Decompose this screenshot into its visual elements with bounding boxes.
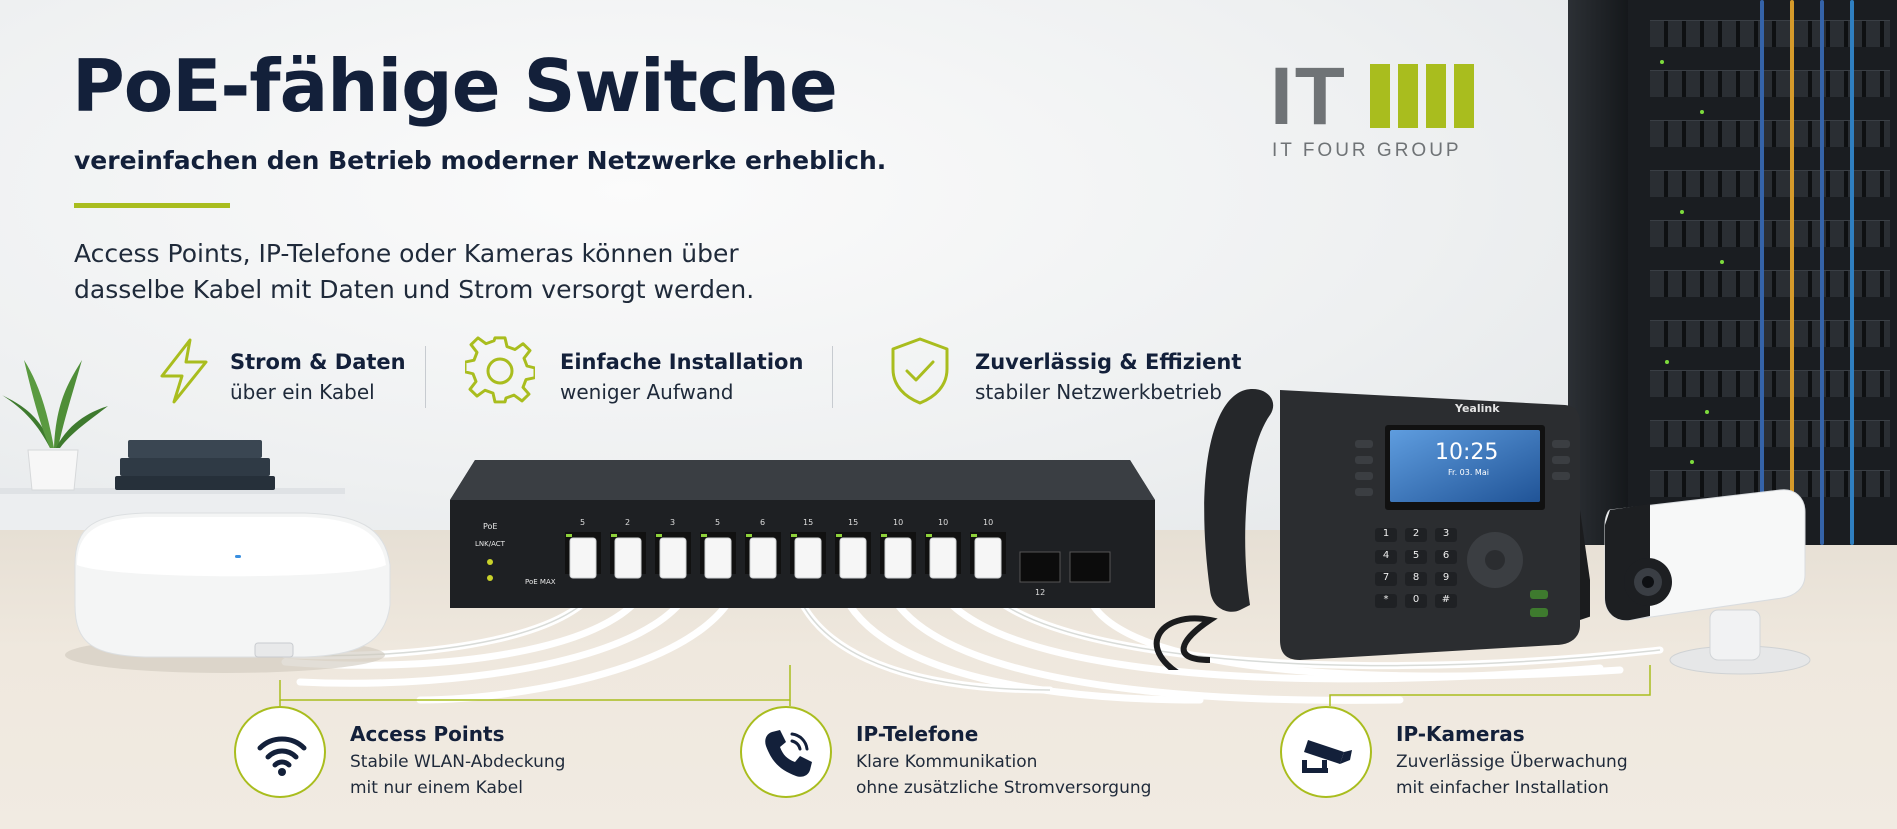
callout-title: Access Points bbox=[350, 722, 505, 746]
feature-title: Einfache Installation bbox=[560, 350, 804, 374]
intro-line: dasselbe Kabel mit Daten und Strom verso… bbox=[74, 275, 755, 304]
feature-divider bbox=[832, 346, 833, 408]
accent-divider bbox=[74, 203, 230, 208]
intro-line: Access Points, IP-Telefone oder Kameras … bbox=[74, 239, 739, 268]
callout-ip-phones: IP-Telefone Klare Kommunikation ohne zus… bbox=[740, 706, 1220, 816]
phone-key: 2 bbox=[1405, 528, 1427, 542]
logo-text: IT FOUR GROUP bbox=[1272, 140, 1462, 161]
callout-line: mit nur einem Kabel bbox=[350, 778, 523, 798]
phone-key: # bbox=[1435, 594, 1457, 608]
feature-divider bbox=[425, 346, 426, 408]
port-number: 5 bbox=[715, 518, 721, 527]
port-number: 10 bbox=[893, 518, 904, 527]
ip-phone-device: Yealink 10:25 Fr. 03. Mai 1 2 3 4 5 6 7 … bbox=[1150, 360, 1595, 683]
callout-access-points: Access Points Stabile WLAN-Abdeckung mit… bbox=[234, 706, 674, 816]
port-number: 15 bbox=[848, 518, 859, 527]
callout-icon-circle bbox=[740, 706, 832, 798]
phone-icon bbox=[765, 730, 812, 777]
callout-ip-cameras: IP-Kameras Zuverlässige Überwachung mit … bbox=[1280, 706, 1720, 816]
feature-desc: stabiler Netzwerkbetrieb bbox=[975, 380, 1222, 404]
shield-check-icon bbox=[891, 337, 949, 405]
callout-line: ohne zusätzliche Stromversorgung bbox=[856, 778, 1152, 798]
switch-body bbox=[450, 460, 1155, 608]
feature-title: Strom & Daten bbox=[230, 350, 406, 374]
feature-desc: weniger Aufwand bbox=[560, 380, 734, 404]
phone-screen-time: 10:25 bbox=[1435, 440, 1499, 465]
intro-text: Access Points, IP-Telefone oder Kameras … bbox=[74, 236, 794, 308]
feature-desc: über ein Kabel bbox=[230, 380, 375, 404]
phone-brand-label: Yealink bbox=[1455, 402, 1500, 415]
callout-line: Stabile WLAN-Abdeckung bbox=[350, 752, 566, 772]
uplink-port-number: 12 bbox=[1035, 588, 1046, 597]
port-number: 10 bbox=[938, 518, 949, 527]
phone-screen-date: Fr. 03. Mai bbox=[1448, 468, 1489, 477]
callout-line: Klare Kommunikation bbox=[856, 752, 1038, 772]
poe-switch-device: PoE LNK/ACT PoE MAX 5 2 3 5 6 15 15 10 1… bbox=[450, 460, 1155, 608]
feature-reliable: Zuverlässig & Effizient stabiler Netzwer… bbox=[885, 330, 1245, 410]
port-number: 6 bbox=[760, 518, 766, 527]
wifi-icon bbox=[257, 736, 307, 776]
company-logo: IT IT FOUR GROUP bbox=[1270, 56, 1480, 162]
phone-key: 3 bbox=[1435, 528, 1457, 542]
phone-body bbox=[1153, 389, 1595, 683]
phone-key: 6 bbox=[1435, 550, 1457, 564]
page-subtitle: vereinfachen den Betrieb moderner Netzwe… bbox=[74, 146, 887, 175]
callout-line: mit einfacher Installation bbox=[1396, 778, 1609, 798]
feature-power-data: Strom & Daten über ein Kabel bbox=[150, 330, 410, 410]
phone-key: 7 bbox=[1375, 572, 1397, 586]
callout-icon-circle bbox=[1280, 706, 1372, 798]
port-number: 2 bbox=[625, 518, 631, 527]
logo-mark: IT bbox=[1270, 51, 1347, 142]
port-number: 10 bbox=[983, 518, 994, 527]
feature-title: Zuverlässig & Effizient bbox=[975, 350, 1242, 374]
phone-key: * bbox=[1375, 594, 1397, 608]
callout-title: IP-Telefone bbox=[856, 722, 979, 746]
switch-lnk-label: LNK/ACT bbox=[475, 540, 505, 548]
gear-icon bbox=[465, 336, 535, 404]
phone-key: 5 bbox=[1405, 550, 1427, 564]
phone-key: 4 bbox=[1375, 550, 1397, 564]
callout-title: IP-Kameras bbox=[1396, 722, 1525, 746]
feature-easy-install: Einfache Installation weniger Aufwand bbox=[465, 330, 803, 410]
port-number: 15 bbox=[803, 518, 814, 527]
switch-poe-max-label: PoE MAX bbox=[525, 578, 556, 586]
phone-key: 8 bbox=[1405, 572, 1427, 586]
camera-icon bbox=[1302, 740, 1352, 773]
access-point-device bbox=[65, 512, 391, 673]
callout-icon-circle bbox=[234, 706, 326, 798]
phone-key: 1 bbox=[1375, 528, 1397, 542]
lightning-icon bbox=[160, 338, 208, 404]
shelf-plant-illustration bbox=[0, 360, 345, 530]
ip-camera-device bbox=[1604, 489, 1811, 675]
switch-poe-label: PoE bbox=[483, 522, 498, 531]
callout-line: Zuverlässige Überwachung bbox=[1396, 752, 1628, 772]
port-number: 5 bbox=[580, 518, 586, 527]
port-number: 3 bbox=[670, 518, 676, 527]
page-title: PoE-fähige Switche bbox=[72, 44, 838, 128]
phone-key: 0 bbox=[1405, 594, 1427, 608]
phone-key: 9 bbox=[1435, 572, 1457, 586]
